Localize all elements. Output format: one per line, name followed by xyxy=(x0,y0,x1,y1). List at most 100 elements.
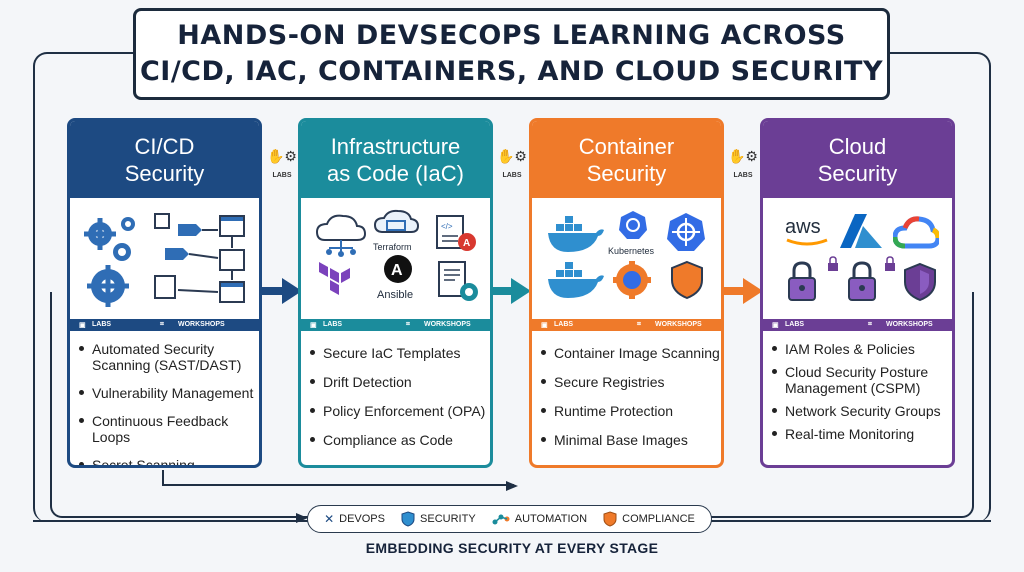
card-tag-strip: ▣ LABS ⌗ WORKSHOPS xyxy=(532,319,721,331)
title-box: HANDS-ON DEVSECOPS LEARNING ACROSS CI/CD… xyxy=(133,8,890,100)
labs-icon: ▣ xyxy=(310,322,317,329)
docker-whale-icon xyxy=(548,216,604,252)
side-labs-label: LABS xyxy=(502,172,522,179)
card-icon-area: Terraform </> A A Ansible xyxy=(301,198,490,319)
card-header: Container Security xyxy=(532,121,721,198)
flow-arrow-2 xyxy=(493,278,531,304)
compliance-shield-icon xyxy=(603,511,617,527)
shield-icon xyxy=(401,511,415,527)
list-item: Continuous Feedback Loops xyxy=(78,413,259,445)
card-cloud-security: Cloud Security aws xyxy=(760,118,955,468)
card-title: Cloud Security xyxy=(817,133,898,186)
gear-hand-icon: ✋⚙ xyxy=(267,148,297,164)
legend-entry-arrow xyxy=(296,513,308,523)
list-item: Real-time Monitoring xyxy=(771,426,952,442)
side-labs-label: LABS xyxy=(733,172,753,179)
inner-return-line xyxy=(162,470,514,486)
labs-icon: ▣ xyxy=(79,322,86,329)
strip-labs-label: LABS xyxy=(92,321,112,328)
title-line-1: HANDS-ON DEVSECOPS LEARNING ACROSS xyxy=(177,20,846,51)
side-labs-1: ✋⚙ LABS xyxy=(267,148,297,182)
feature-list: IAM Roles & Policies Cloud Security Post… xyxy=(763,331,952,442)
list-item: Runtime Protection xyxy=(540,403,721,419)
labs-icon: ▣ xyxy=(541,322,548,329)
shield-icon xyxy=(904,262,936,302)
legend-item-compliance: COMPLIANCE xyxy=(603,511,695,527)
workshops-icon: ⌗ xyxy=(637,321,641,328)
list-item: Network Security Groups xyxy=(771,403,952,419)
card-title: Container Security xyxy=(578,133,675,186)
feature-list: Container Image Scanning Secure Registri… xyxy=(532,331,721,448)
card-tag-strip: ▣ LABS ⌗ WORKSHOPS xyxy=(70,319,259,331)
card-tag-strip: ▣ LABS ⌗ WORKSHOPS xyxy=(301,319,490,331)
aws-smile-icon xyxy=(786,238,828,246)
list-item: Vulnerability Management xyxy=(78,385,259,401)
list-item: Policy Enforcement (OPA) xyxy=(309,403,490,419)
footer-tagline: EMBEDDING SECURITY AT EVERY STAGE xyxy=(365,540,659,556)
svg-text:A: A xyxy=(391,262,403,279)
terraform-cloud-icon xyxy=(373,209,419,233)
kubernetes-helm-icon xyxy=(667,213,705,251)
legend-label: SECURITY xyxy=(420,513,476,525)
card-icon-area xyxy=(70,198,259,319)
legend-item-devops: ✕ DEVOPS xyxy=(324,512,385,526)
terraform-logo-icon xyxy=(319,262,350,295)
card-cicd-security: CI/CD Security xyxy=(67,118,262,468)
card-icon-area: Kubernetes xyxy=(532,198,721,319)
devops-tools-icon: ✕ xyxy=(324,512,335,526)
feature-list: Secure IaC Templates Drift Detection Pol… xyxy=(301,331,490,448)
code-document-icon: </> A xyxy=(436,215,476,251)
list-item: Compliance as Code xyxy=(309,432,490,448)
strip-workshops-label: WORKSHOPS xyxy=(178,321,225,328)
automation-icon xyxy=(492,514,510,525)
legend-label: AUTOMATION xyxy=(514,513,588,525)
card-iac: Infrastructure as Code (IaC) Terraform <… xyxy=(298,118,493,468)
card-header: CI/CD Security xyxy=(70,121,259,198)
cloud-network-icon xyxy=(315,214,367,257)
list-item: Secure Registries xyxy=(540,374,721,390)
strip-workshops-label: WORKSHOPS xyxy=(886,321,933,328)
list-item: Cloud Security Posture Management (CSPM) xyxy=(771,364,952,396)
card-title: CI/CD Security xyxy=(124,133,205,186)
azure-logo-icon xyxy=(840,214,882,248)
side-labs-3: ✋⚙ LABS xyxy=(728,148,758,182)
workshops-icon: ⌗ xyxy=(868,321,872,328)
strip-labs-label: LABS xyxy=(785,321,805,328)
card-header: Infrastructure as Code (IaC) xyxy=(301,121,490,198)
aws-logo: aws xyxy=(785,216,821,238)
kubernetes-icon xyxy=(619,211,647,239)
legend: ✕ DEVOPS SECURITY AUTOMATION COMPLIANCE xyxy=(307,505,712,533)
card-container-security: Container Security Kubernetes xyxy=(529,118,724,468)
legend-item-security: SECURITY xyxy=(401,511,476,527)
list-item: Drift Detection xyxy=(309,374,490,390)
list-item: Secure IaC Templates xyxy=(309,345,490,361)
feature-list: Automated Security Scanning (SAST/DAST) … xyxy=(70,331,259,465)
shield-icon xyxy=(671,260,703,300)
google-cloud-icon xyxy=(893,216,939,249)
padlock-icon xyxy=(848,261,876,301)
labs-icon: ▣ xyxy=(772,322,779,329)
workshops-icon: ⌗ xyxy=(406,321,410,328)
legend-label: DEVOPS xyxy=(339,513,385,525)
small-lock-icon xyxy=(828,256,838,271)
svg-text:</>: </> xyxy=(441,222,453,231)
ansible-logo-icon: A xyxy=(384,255,412,283)
svg-text:A: A xyxy=(463,238,470,249)
card-icon-area: aws xyxy=(763,198,952,319)
title-line-2: CI/CD, IAC, CONTAINERS, AND CLOUD SECURI… xyxy=(139,56,884,87)
pipeline-icon xyxy=(154,213,245,303)
legend-item-automation: AUTOMATION xyxy=(492,513,587,525)
ansible-label: Ansible xyxy=(377,289,414,301)
padlock-icon xyxy=(788,261,816,301)
kubernetes-label: Kubernetes xyxy=(608,246,655,256)
legend-label: COMPLIANCE xyxy=(622,513,695,525)
flow-arrow-1 xyxy=(262,278,302,304)
list-item: IAM Roles & Policies xyxy=(771,341,952,357)
strip-labs-label: LABS xyxy=(554,321,574,328)
terraform-label: Terraform xyxy=(373,242,412,252)
workshops-icon: ⌗ xyxy=(160,321,164,328)
docker-whale-icon xyxy=(548,262,604,298)
gear-hand-icon: ✋⚙ xyxy=(497,148,527,164)
list-item: Secret Scanning xyxy=(78,457,259,465)
list-item: Container Image Scanning xyxy=(540,345,721,361)
